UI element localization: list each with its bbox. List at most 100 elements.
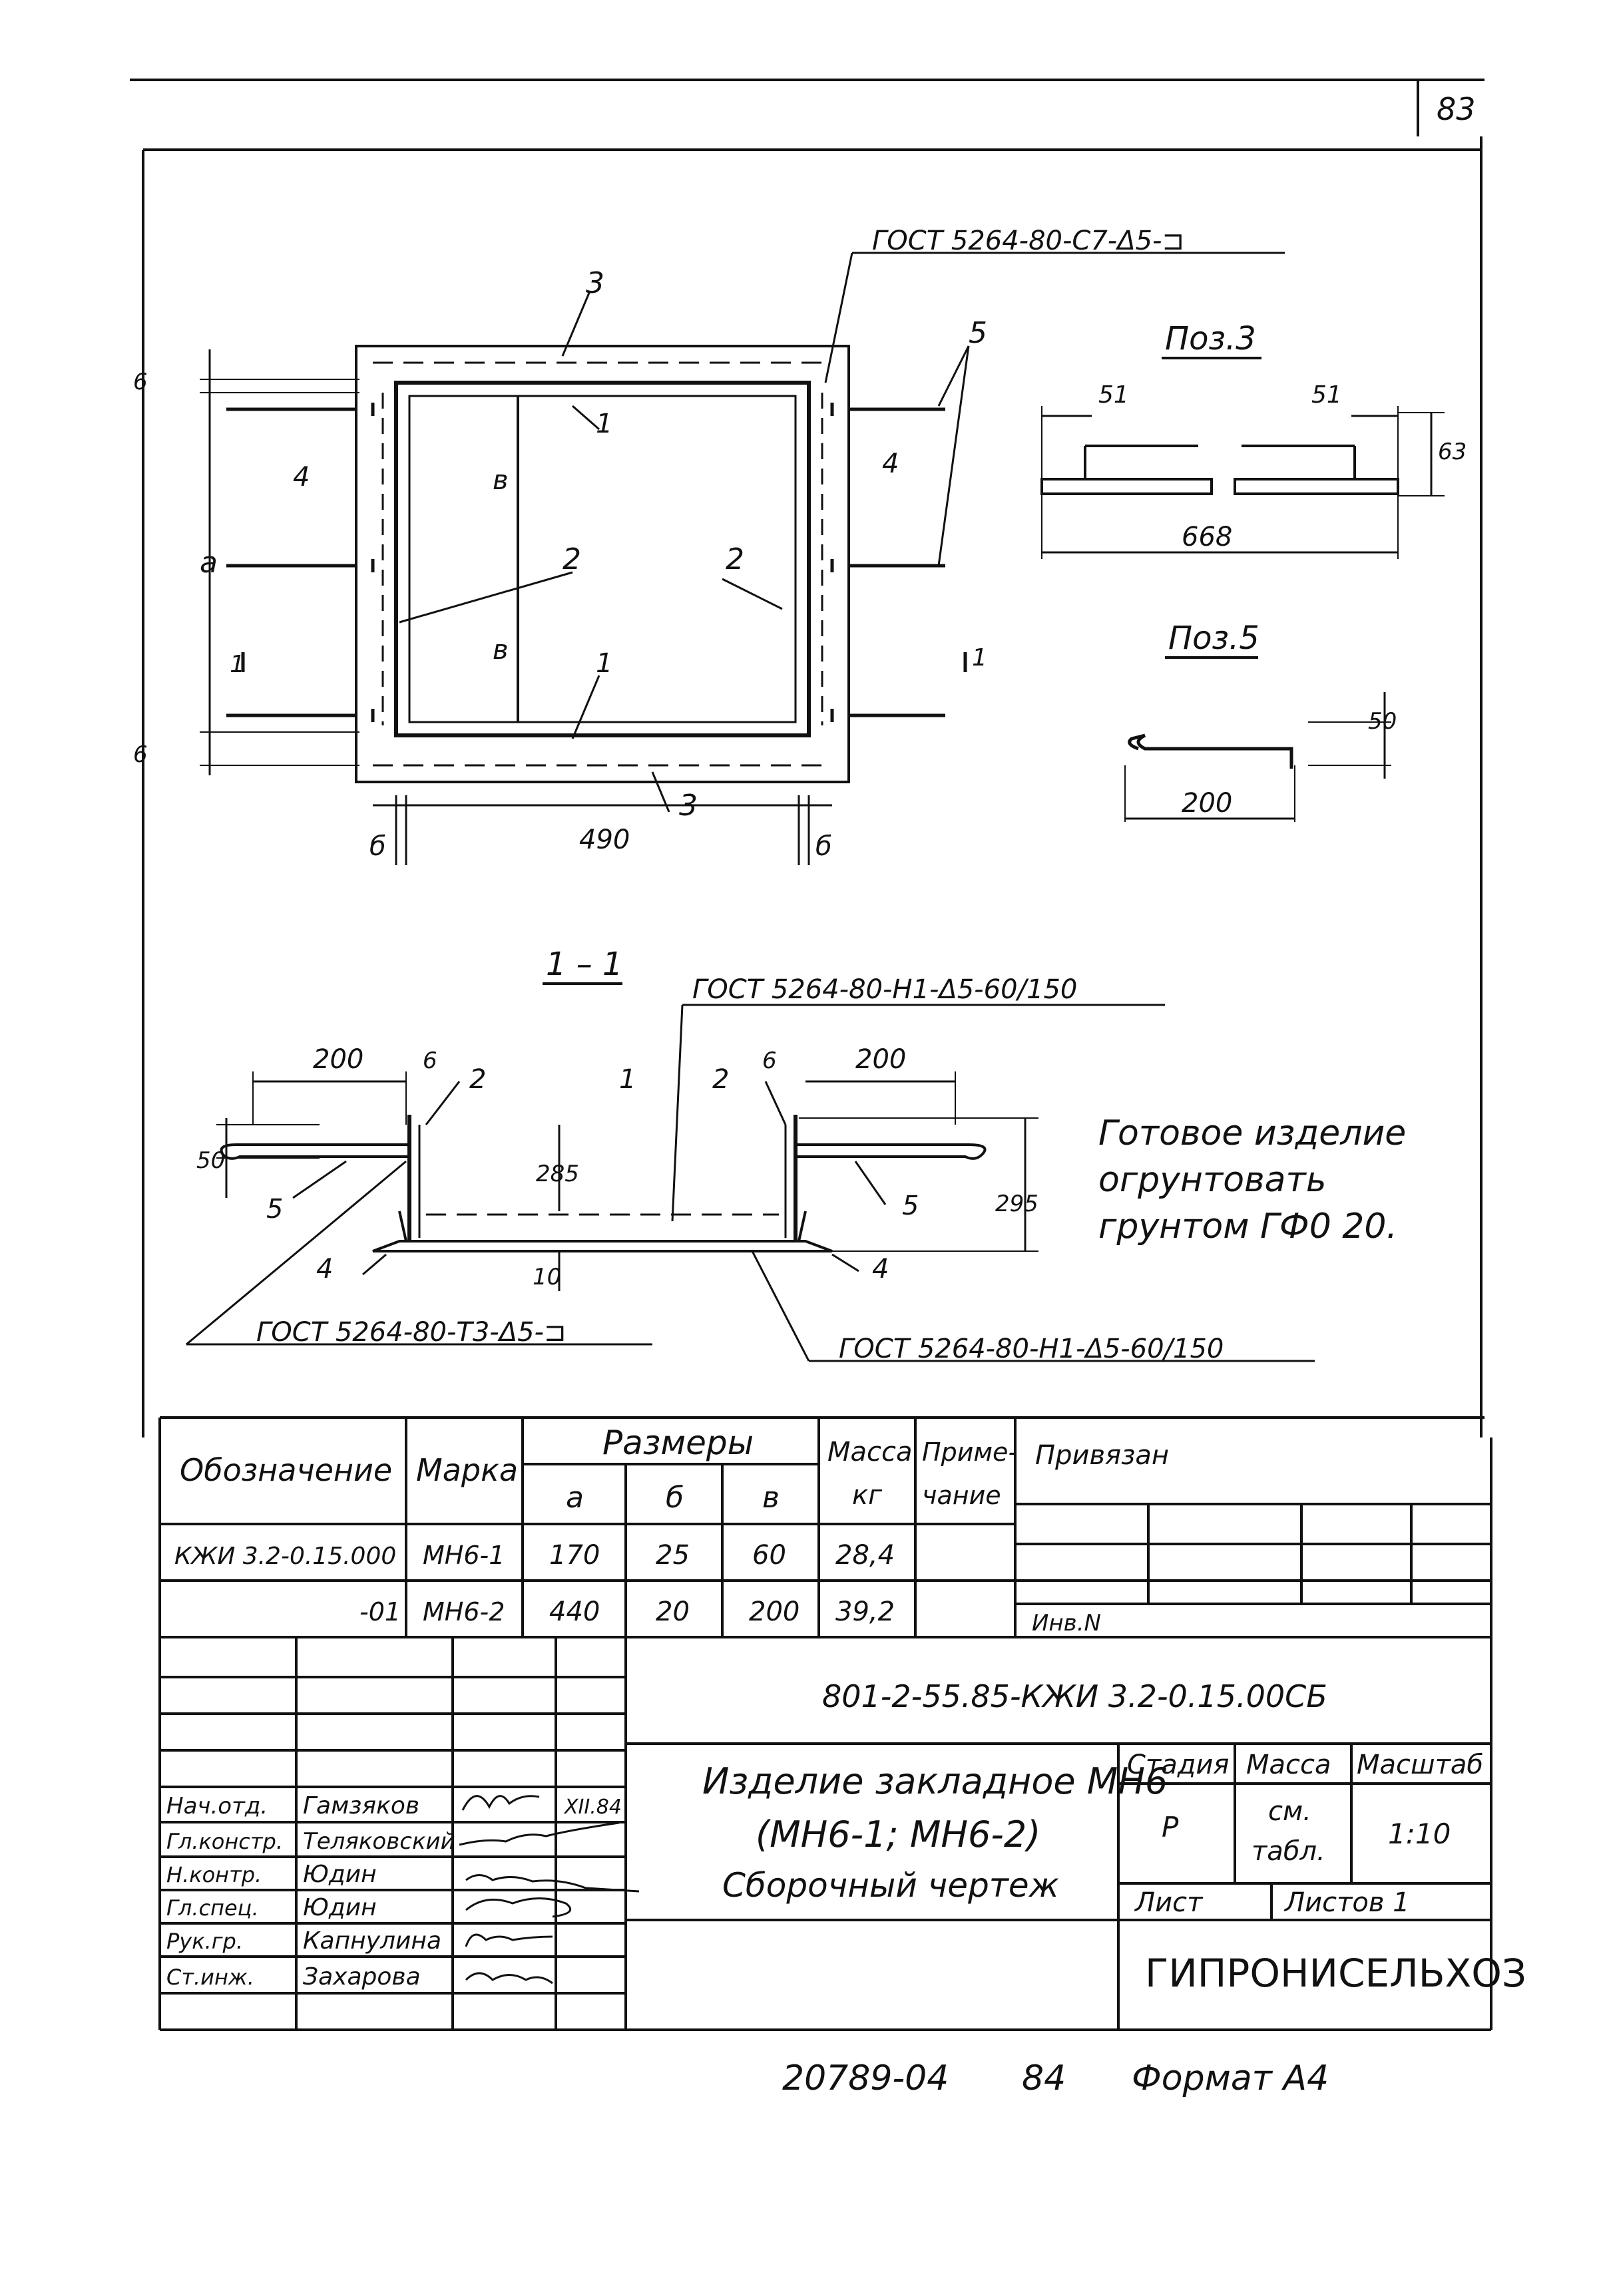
side-linked: Привязан xyxy=(1035,1440,1169,1471)
note-line-3: грунтом ГФ0 20. xyxy=(1098,1207,1397,1246)
section-view xyxy=(186,1004,1315,1362)
plan-pos4-right: 4 xyxy=(882,449,899,479)
staff-role-3: Н.контр. xyxy=(166,1862,262,1887)
section-d10: 10 xyxy=(533,1264,561,1290)
page-number: 83 xyxy=(1437,91,1476,127)
header-note-2: чание xyxy=(922,1481,1001,1510)
signature-2 xyxy=(459,1821,620,1846)
signature-3 xyxy=(465,1874,640,1893)
section-title: 1 – 1 xyxy=(546,946,623,983)
note-line-1: Готовое изделие xyxy=(1098,1113,1406,1153)
row2-mass: 39,2 xyxy=(835,1597,895,1627)
pos5-title: Поз.5 xyxy=(1168,620,1259,657)
pos5-detail xyxy=(1124,692,1391,822)
table-row: КЖИ 3.2-0.15.000 МН6-1 170 25 60 28,4 xyxy=(174,1540,895,1571)
staff-name-6: Захарова xyxy=(303,1963,421,1991)
header-v: в xyxy=(762,1481,780,1515)
section-d6-right: 6 xyxy=(762,1048,777,1074)
pos3-d51-right: 51 xyxy=(1311,381,1342,409)
staff-role-1: Нач.отд. xyxy=(166,1793,268,1819)
signature-1 xyxy=(461,1795,540,1811)
staff-name-5: Капнулина xyxy=(303,1927,441,1955)
title-org: ГИПРОНИСЕЛЬХОЗ xyxy=(1145,1951,1526,1996)
header-sizes: Размеры xyxy=(602,1424,754,1462)
title-sheets: Листов 1 xyxy=(1283,1887,1410,1918)
staff-role-4: Гл.спец. xyxy=(166,1895,259,1921)
section-weld-top: ГОСТ 5264-80-Н1-Δ5-60/150 xyxy=(692,974,1077,1005)
signature-5 xyxy=(465,1933,553,1947)
title-name-1: Изделие закладное МН6 xyxy=(702,1760,1168,1802)
pos5-d50: 50 xyxy=(1368,708,1397,735)
section-weld-bottom: ГОСТ 5264-80-Н1-Δ5-60/150 xyxy=(839,1334,1224,1364)
staff-name-3: Юдин xyxy=(303,1861,377,1888)
staff-role-6: Ст.инж. xyxy=(166,1965,254,1990)
pos3-detail xyxy=(1040,406,1445,559)
plan-pos4-left: 4 xyxy=(293,462,310,492)
section-mark-right: 1 xyxy=(972,644,987,671)
row1-mark: МН6-1 xyxy=(423,1541,505,1570)
table-row: -01 МН6-2 440 20 200 39,2 xyxy=(359,1597,895,1627)
plan-pos5: 5 xyxy=(969,316,987,350)
plan-pos1-top: 1 xyxy=(596,409,612,439)
row2-b: 20 xyxy=(656,1597,690,1627)
signatures xyxy=(459,1795,640,1985)
staff-role-2: Гл.констр. xyxy=(166,1829,283,1854)
section-pos2-left: 2 xyxy=(469,1064,486,1095)
dim-six-top: 6 xyxy=(133,369,148,395)
sheet-frame xyxy=(130,79,1492,2031)
title-scale: 1:10 xyxy=(1388,1818,1451,1850)
section-pos4-left: 4 xyxy=(316,1254,333,1284)
title-block xyxy=(160,1637,1491,2030)
pos3-d63: 63 xyxy=(1438,439,1467,465)
section-d200-left: 200 xyxy=(313,1044,363,1075)
header-designation: Обозначение xyxy=(180,1452,392,1488)
signature-4 xyxy=(465,1897,572,1918)
section-pos2-right: 2 xyxy=(712,1064,729,1095)
title-code: 801-2-55.85-КЖИ 3.2-0.15.00СБ xyxy=(822,1678,1327,1714)
dim-b-right: б xyxy=(815,831,832,862)
header-note-1: Приме- xyxy=(922,1437,1017,1467)
section-pos5-left: 5 xyxy=(266,1194,283,1225)
row1-a: 170 xyxy=(549,1540,600,1571)
weld-top-label: ГОСТ 5264-80-С7-Δ5-⊐ xyxy=(872,226,1184,256)
pos3-d51-left: 51 xyxy=(1098,381,1129,409)
dim-v-bottom: в xyxy=(493,635,509,666)
staff-date: XII.84 xyxy=(563,1796,622,1819)
pos3-title: Поз.3 xyxy=(1165,320,1256,357)
staff-name-2: Теляковский xyxy=(303,1828,455,1855)
header-a: а xyxy=(566,1481,584,1515)
section-d50: 50 xyxy=(196,1147,225,1174)
title-mass-2: табл. xyxy=(1252,1836,1325,1867)
title-stage: Р xyxy=(1162,1811,1179,1843)
row1-b: 25 xyxy=(656,1540,690,1571)
section-weld-left: ГОСТ 5264-80-Т3-Δ5-⊐ xyxy=(256,1317,567,1348)
side-inv: Инв.N xyxy=(1032,1610,1101,1636)
plan-pos2-right: 2 xyxy=(726,542,744,576)
dim-b-left: б xyxy=(369,831,386,862)
row2-a: 440 xyxy=(549,1597,600,1627)
title-mass-h: Масса xyxy=(1246,1750,1331,1780)
header-b: б xyxy=(666,1481,684,1515)
staff-list: Нач.отд. Гамзяков XII.84 Гл.констр. Теля… xyxy=(166,1792,622,1991)
title-mass-1: см. xyxy=(1268,1796,1311,1827)
section-mark-left: 1 xyxy=(230,651,245,678)
title-sheet: Лист xyxy=(1134,1887,1204,1918)
plan-pos2-left: 2 xyxy=(563,542,581,576)
dim-six-bottom: 6 xyxy=(133,741,148,768)
row2-mark: МН6-2 xyxy=(423,1597,505,1626)
row2-v: 200 xyxy=(749,1597,799,1627)
dim-v-top: в xyxy=(493,465,509,496)
dim-width: 490 xyxy=(579,825,630,855)
section-d285: 285 xyxy=(536,1161,579,1187)
dim-a: а xyxy=(200,546,218,580)
spec-table xyxy=(158,1418,1491,1638)
section-d295: 295 xyxy=(995,1191,1038,1217)
pos3-length: 668 xyxy=(1182,522,1232,552)
footer-format: Формат А4 xyxy=(1132,2058,1329,2098)
title-stage-h: Стадия xyxy=(1127,1750,1229,1780)
note-line-2: огрунтовать xyxy=(1098,1160,1326,1200)
staff-role-5: Рук.гр. xyxy=(166,1929,243,1954)
plan-pos1-bottom: 1 xyxy=(596,648,612,679)
section-d200-right: 200 xyxy=(855,1044,906,1075)
